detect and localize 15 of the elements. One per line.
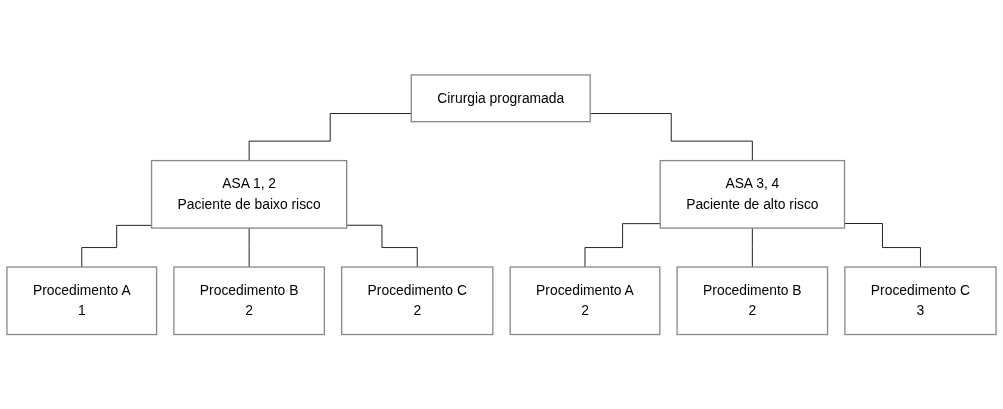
node-box: ASA 3, 4 Paciente de alto risco	[659, 159, 846, 229]
connector	[751, 227, 753, 268]
node-box: ASA 1, 2 Paciente de baixo risco	[150, 159, 348, 229]
node-box: Procedimento A 2	[509, 266, 661, 335]
node-box: Procedimento B 2	[676, 266, 829, 335]
connector	[584, 222, 661, 268]
node-box: Cirurgia programada	[410, 74, 591, 123]
connector	[346, 224, 418, 268]
node-box: Procedimento A 1	[6, 266, 158, 335]
connector	[248, 112, 412, 161]
node-box: Procedimento B 2	[173, 266, 325, 335]
connector	[844, 222, 921, 268]
connector	[81, 224, 152, 268]
node-box: Procedimento C 3	[844, 266, 997, 335]
node-box: Procedimento C 2	[341, 266, 494, 335]
